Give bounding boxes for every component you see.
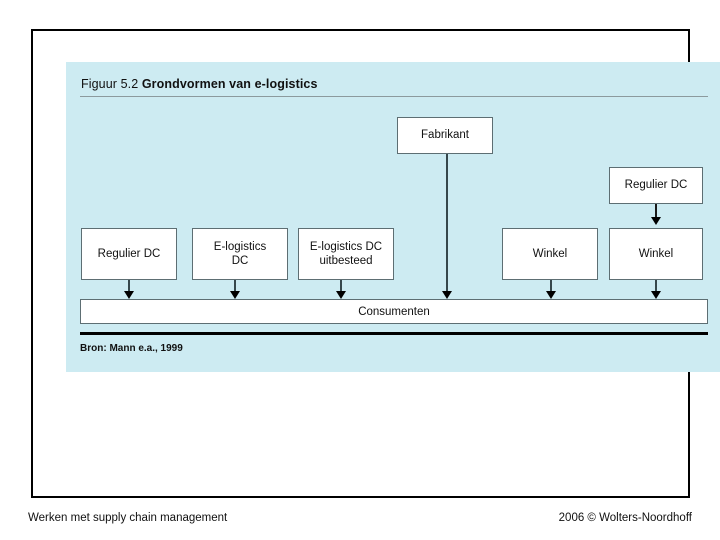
- connector-winkel-right-to-consumenten: [655, 280, 657, 294]
- node-winkel-right[interactable]: Winkel: [609, 228, 703, 280]
- node-consumenten-label: Consumenten: [358, 305, 430, 318]
- arrow-winkel-left-to-consumenten: [546, 291, 556, 299]
- node-winkel-left-label: Winkel: [532, 247, 568, 260]
- figure-panel: Figuur 5.2 Grondvormen van e-logistics F…: [66, 62, 720, 372]
- connector-regulier-dc-to-winkel: [655, 204, 657, 220]
- node-regulier-dc-left[interactable]: Regulier DC: [81, 228, 177, 280]
- figure-title: Figuur 5.2 Grondvormen van e-logistics: [81, 77, 318, 91]
- node-regulier-dc-top-right-label: Regulier DC: [624, 179, 688, 192]
- connector-elogistics-dc-uitbesteed-to-consumenten: [340, 280, 342, 294]
- connector-winkel-left-to-consumenten: [550, 280, 552, 294]
- figure-title-number: Figuur 5.2: [81, 77, 139, 91]
- arrow-winkel-right-to-consumenten: [651, 291, 661, 299]
- footer-left-text: Werken met supply chain management: [28, 512, 228, 524]
- node-elogistics-dc[interactable]: E-logistics DC: [192, 228, 288, 280]
- connector-fabrikant-to-consumenten: [446, 154, 448, 294]
- node-elogistics-dc-uitbesteed-label: E-logistics DC uitbesteed: [309, 240, 383, 267]
- node-consumenten[interactable]: Consumenten: [80, 299, 708, 324]
- node-fabrikant-label: Fabrikant: [421, 129, 469, 142]
- node-elogistics-dc-label: E-logistics DC: [213, 240, 267, 267]
- figure-title-text: Grondvormen van e-logistics: [141, 77, 318, 91]
- node-regulier-dc-left-label: Regulier DC: [97, 247, 161, 260]
- connector-regulier-dc-left-to-consumenten: [128, 280, 130, 294]
- node-winkel-right-label: Winkel: [638, 247, 674, 260]
- slide-frame: Figuur 5.2 Grondvormen van e-logistics F…: [31, 29, 720, 498]
- arrow-regulier-dc-to-winkel: [651, 217, 661, 225]
- title-divider: [80, 96, 708, 97]
- source-note: Bron: Mann e.a., 1999: [80, 343, 183, 354]
- arrow-elogistics-dc-uitbesteed-to-consumenten: [336, 291, 346, 299]
- arrow-elogistics-dc-to-consumenten: [230, 291, 240, 299]
- node-fabrikant[interactable]: Fabrikant: [397, 117, 493, 154]
- connector-elogistics-dc-to-consumenten: [234, 280, 236, 294]
- node-elogistics-dc-uitbesteed[interactable]: E-logistics DC uitbesteed: [298, 228, 394, 280]
- arrow-fabrikant-to-consumenten: [442, 291, 452, 299]
- arrow-regulier-dc-left-to-consumenten: [124, 291, 134, 299]
- node-regulier-dc-top-right[interactable]: Regulier DC: [609, 167, 703, 204]
- source-divider: [80, 332, 708, 335]
- footer-right-text: 2006 © Wolters-Noordhoff: [558, 512, 692, 524]
- node-winkel-left[interactable]: Winkel: [502, 228, 598, 280]
